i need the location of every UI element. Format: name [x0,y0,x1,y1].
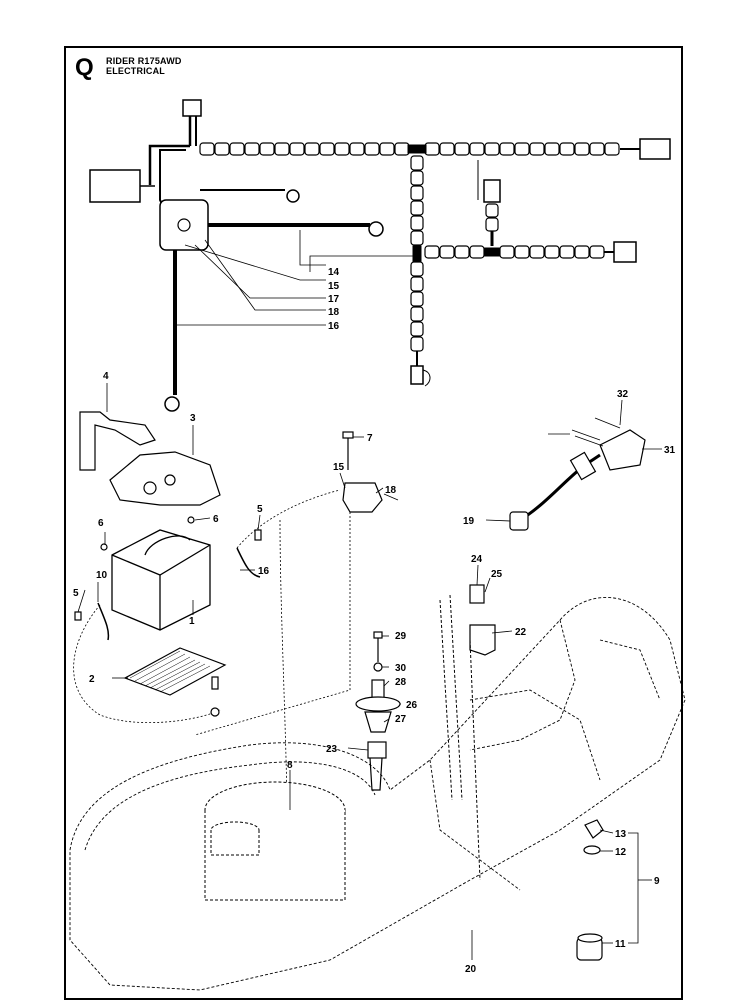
model-title: RIDER R175AWD [106,56,182,66]
callout-16b: 16 [258,566,270,577]
battery [111,529,211,631]
callout-6a: 6 [98,518,104,529]
callout-20: 22 [515,627,527,638]
battery-cover [109,451,221,506]
hardware [74,431,496,791]
ignition-parts [576,819,604,961]
callout-30: 32 [617,389,629,400]
callout-9: 10 [96,570,108,581]
callout-15b: 15 [333,462,345,473]
callout-5a: 5 [257,504,263,515]
callout-29: 30 [395,663,407,674]
callout-5b: 5 [73,588,79,599]
callout-12: 12 [615,847,627,858]
battery-cables [73,489,351,801]
callout-numbers: 14 15 17 18 16 4 3 7 32 31 15 18 19 5 6 … [73,267,676,975]
callout-16a: 16 [328,321,340,332]
callout-18b: 18 [385,485,397,496]
callout-26: 27 [395,714,407,725]
callout-15a: 15 [328,281,340,292]
callout-10: 9 [654,876,660,887]
callout-28: 29 [395,631,407,642]
engine [204,781,346,901]
callout-3: 3 [190,413,196,424]
diagram-frame [64,46,683,1000]
callout-1: 1 [189,616,195,627]
callout-21: 20 [465,964,477,975]
callout-17: 17 [328,294,340,305]
callout-11: 11 [615,939,626,950]
section-title: ELECTRICAL [106,66,165,76]
callout-2: 2 [89,674,95,685]
callout-19: 19 [463,516,475,527]
callout-24: 23 [326,744,338,755]
callout-14: 14 [328,267,340,278]
callout-13: 13 [615,829,627,840]
battery-pad [123,647,227,696]
main-wiring-harness [89,99,671,412]
relay [89,169,141,203]
callout-4: 4 [103,371,109,382]
mower-frame [69,597,686,991]
callout-31: 31 [664,445,676,456]
callout-6b: 6 [213,514,219,525]
callout-8: 8 [287,760,293,771]
steering-column [439,594,481,881]
leader-lines [77,383,662,960]
seat-switch-harness [509,417,646,531]
callout-7: 7 [367,433,373,444]
section-letter: Q [75,54,94,81]
callout-18a: 18 [328,307,340,318]
callout-25: 26 [406,700,418,711]
callout-23: 25 [491,569,503,580]
callout-27: 28 [395,677,407,688]
solenoid [159,199,209,251]
callout-22: 24 [471,554,483,565]
battery-bracket [79,411,156,471]
